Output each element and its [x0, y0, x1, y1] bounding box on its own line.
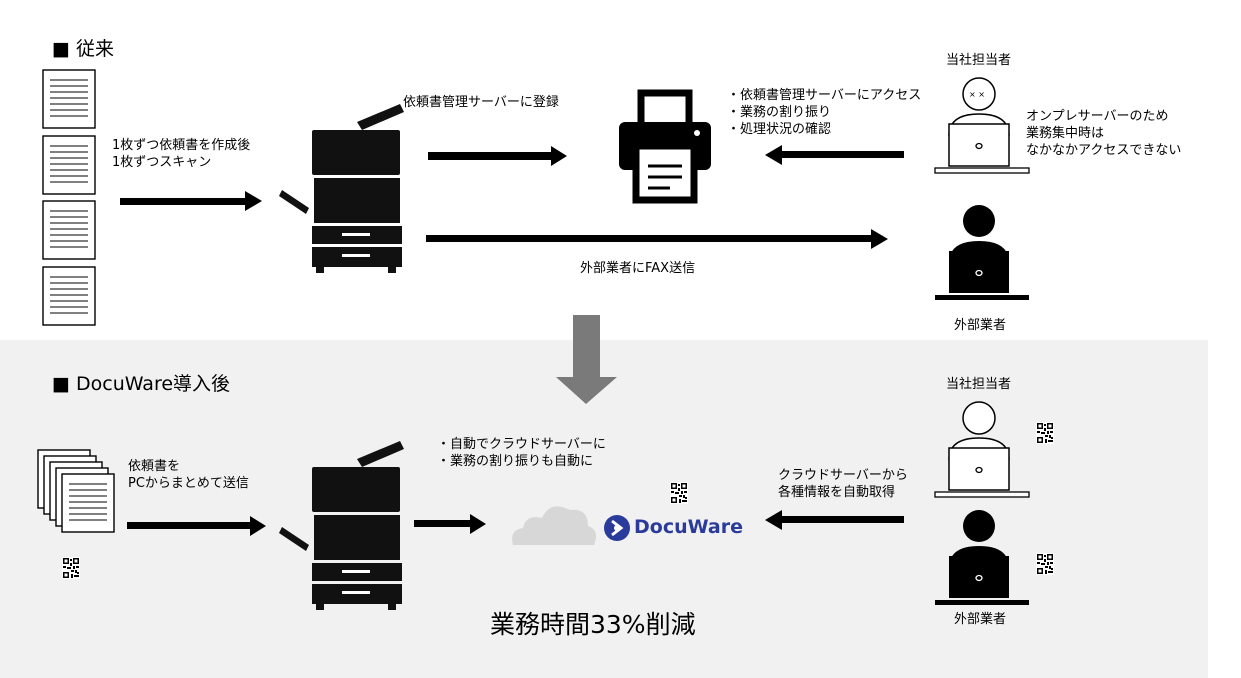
copier-icon [279, 104, 404, 273]
paper-documents-stack [42, 69, 96, 326]
arrow-left [765, 510, 904, 530]
qr-code-icon [62, 557, 80, 579]
docuware-logo-icon [604, 515, 630, 541]
fax-label: 外部業者にFAX送信 [580, 261, 696, 276]
arrow-right [428, 146, 567, 166]
send-note: 依頼書を PCからまとめて送信 [128, 459, 249, 491]
staff-person-icon: × × [934, 77, 1030, 174]
qr-code-icon [670, 482, 688, 504]
qr-code-icon [1036, 553, 1054, 575]
vendor-person-icon [934, 509, 1030, 606]
vendor-label: 外部業者 [954, 318, 1007, 333]
staff-person-icon [934, 401, 1030, 498]
printer-icon [619, 89, 711, 204]
arrow-right [426, 229, 888, 249]
arrow-left [765, 145, 904, 165]
cloud-icon [512, 506, 596, 545]
svg-text:× ×: × × [969, 90, 985, 99]
before-heading: ■ 従来 [52, 38, 114, 60]
qr-code-icon [1036, 422, 1054, 444]
auto-note: ・自動でクラウドサーバーに ・業務の割り振りも自動に [437, 437, 606, 469]
arrow-right [127, 516, 266, 536]
register-label: 依頼書管理サーバーに登録 [403, 95, 559, 110]
staff-label: 当社担当者 [946, 377, 1012, 392]
staff-label: 当社担当者 [946, 53, 1012, 68]
down-arrow [556, 315, 617, 404]
arrow-right [414, 514, 486, 534]
arrow-right [120, 191, 262, 211]
docuware-logo-text: DocuWare [634, 516, 743, 538]
cloud-note: クラウドサーバーから 各種情報を自動取得 [778, 468, 908, 500]
after-section-background [0, 340, 1208, 678]
result-text: 業務時間33%削減 [490, 610, 696, 639]
after-heading: ■ DocuWare導入後 [52, 373, 231, 395]
vendor-label: 外部業者 [954, 612, 1007, 627]
vendor-person-icon [934, 204, 1030, 301]
access-note: ・依頼書管理サーバーにアクセス ・業務の割り振り ・処理状況の確認 [727, 88, 922, 137]
copier-icon [279, 441, 404, 610]
document-bundle-icon [37, 449, 115, 533]
scan-note: 1枚ずつ依頼書を作成後 1枚ずつスキャン [112, 138, 251, 170]
staff-note: オンプレサーバーのため 業務集中時は なかなかアクセスできない [1026, 109, 1182, 158]
